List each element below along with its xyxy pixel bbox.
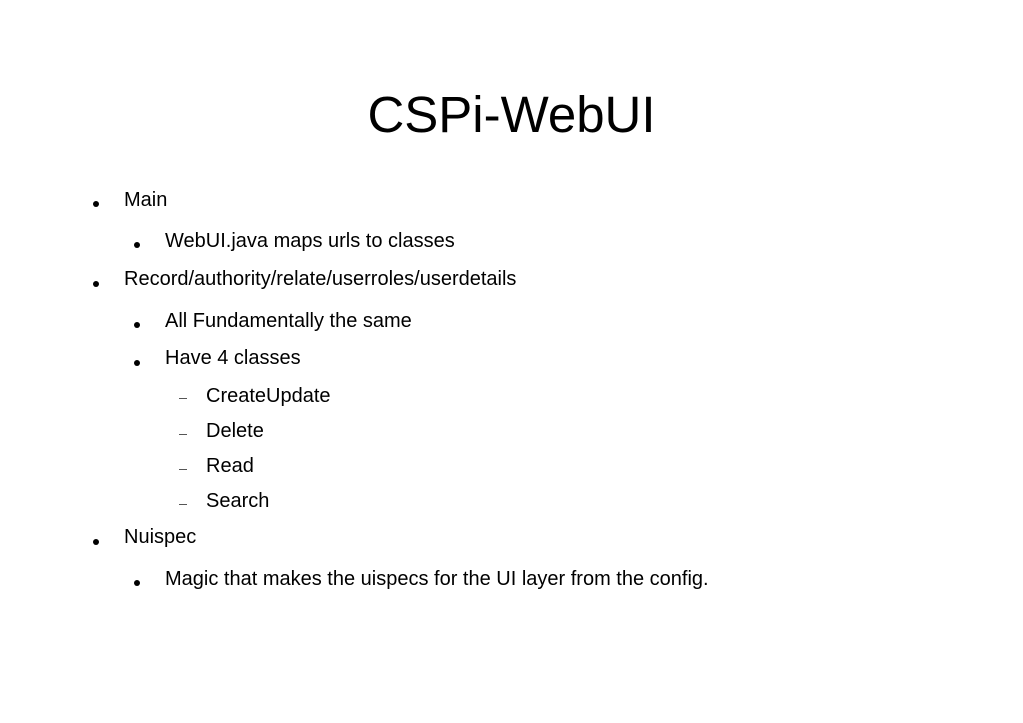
bullet-icon bbox=[134, 580, 140, 586]
list-item: Have 4 classes bbox=[165, 347, 301, 369]
bullet-icon bbox=[93, 539, 99, 545]
list-item: WebUI.java maps urls to classes bbox=[165, 230, 455, 252]
list-item: All Fundamentally the same bbox=[165, 310, 412, 332]
dash-icon bbox=[179, 434, 187, 435]
list-item: Record/authority/relate/userroles/userde… bbox=[124, 268, 517, 290]
list-item: Read bbox=[206, 455, 254, 477]
list-item: Delete bbox=[206, 420, 264, 442]
slide-title: CSPi-WebUI bbox=[367, 86, 656, 143]
list-item: Main bbox=[124, 189, 168, 211]
list-item: Search bbox=[206, 490, 270, 512]
bullet-icon bbox=[134, 242, 140, 248]
dash-icon bbox=[179, 469, 187, 470]
bullet-icon bbox=[134, 322, 140, 328]
bullet-icon bbox=[93, 281, 99, 287]
dash-icon bbox=[179, 504, 187, 505]
list-item: CreateUpdate bbox=[206, 385, 331, 407]
bullet-icon bbox=[134, 360, 140, 366]
list-item: Magic that makes the uispecs for the UI … bbox=[165, 568, 709, 590]
list-item: Nuispec bbox=[124, 526, 197, 548]
bullet-icon bbox=[93, 201, 99, 207]
dash-icon bbox=[179, 398, 187, 399]
